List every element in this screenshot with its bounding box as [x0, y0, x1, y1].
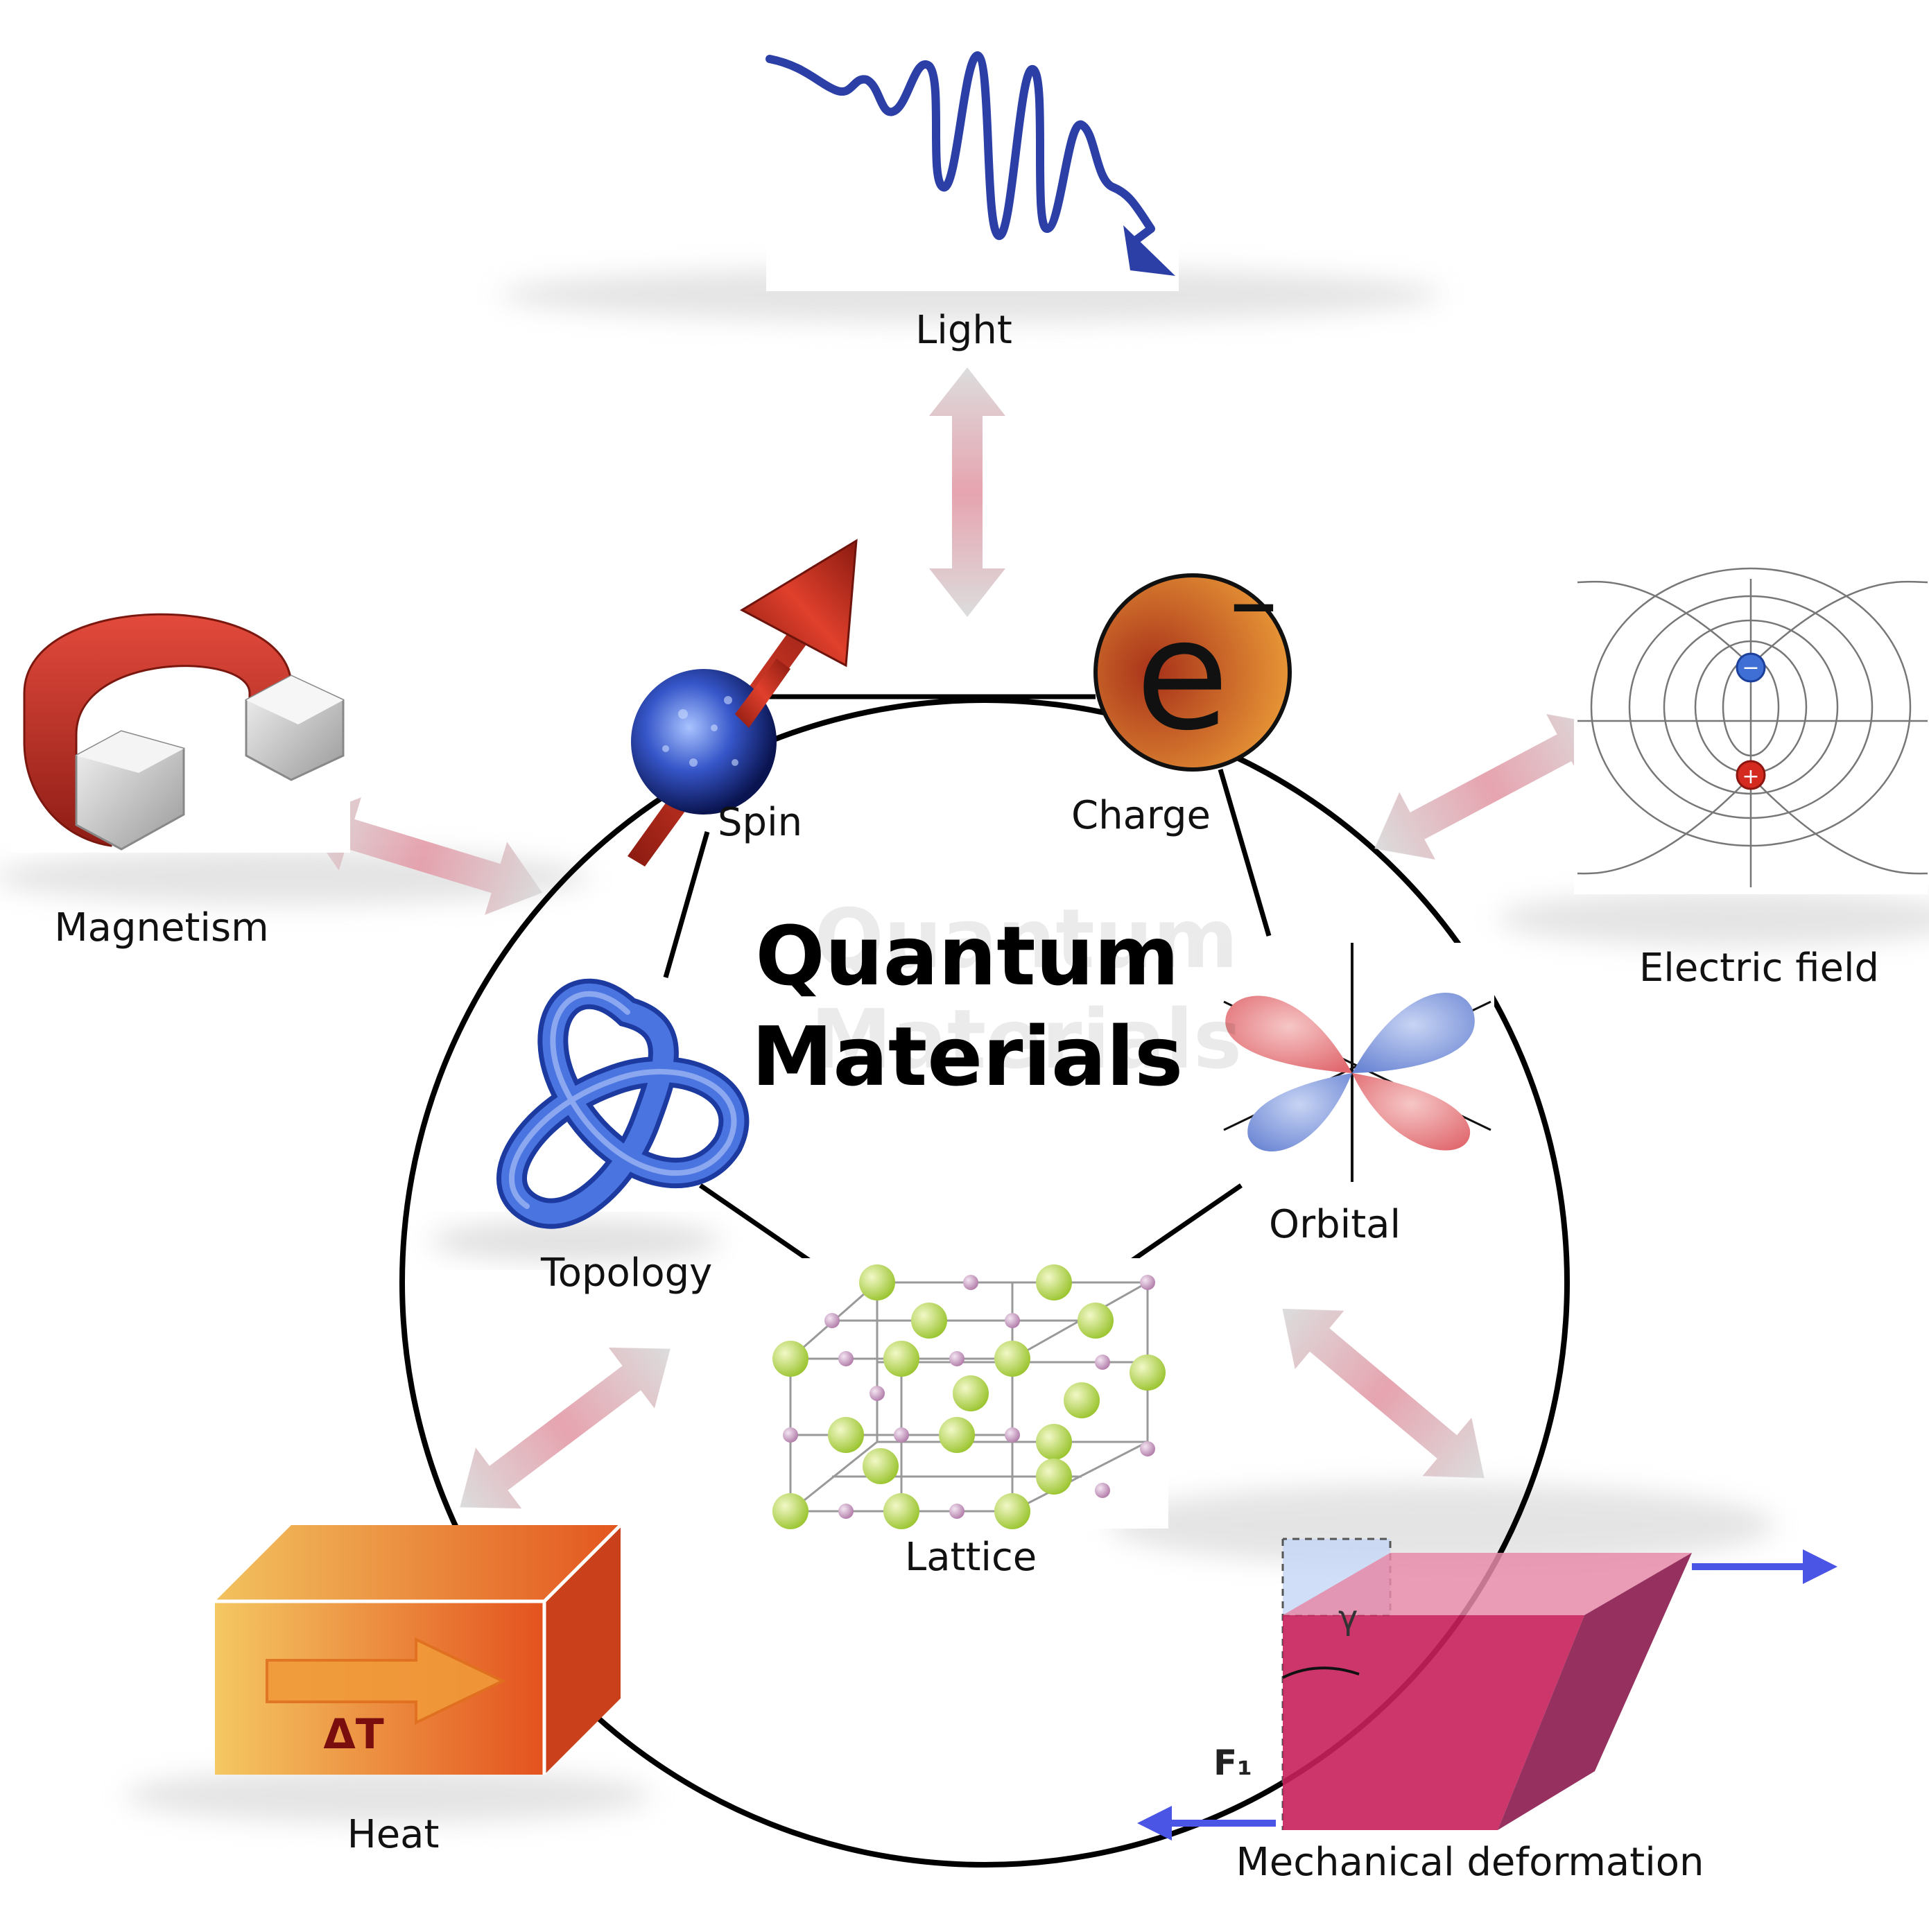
arrow-magnetism [303, 797, 543, 915]
orbital-lobes-icon [1196, 943, 1494, 1182]
green-atoms [772, 1264, 1166, 1529]
inner-connector-lines [663, 694, 1272, 1264]
magnetism-label: Magnetism [54, 905, 268, 950]
light-wave-icon [765, 42, 1179, 291]
charge-electron-icon: e − [1093, 570, 1292, 772]
arrow-mechanical [1282, 1308, 1485, 1479]
charge-label: Charge [1071, 793, 1211, 838]
crystal-lattice-icon [772, 1258, 1168, 1529]
topology-label: Topology [540, 1251, 712, 1296]
electric-field-dipole-icon: + − [1574, 567, 1928, 894]
shear-deformation-icon: γ F₁ [1137, 1538, 1837, 1840]
quantum-materials-circle [399, 697, 1570, 1868]
title-line-2: Materials [752, 1009, 1183, 1104]
mechanical-deformation-label: Mechanical deformation [1236, 1840, 1704, 1885]
title-ghost: Quantum Materials [811, 891, 1242, 1087]
topology-trefoil-knot-icon [430, 978, 750, 1262]
title-line-1: Quantum [755, 908, 1179, 1004]
svg-text:Quantum: Quantum [814, 891, 1238, 986]
lattice-label: Lattice [905, 1535, 1037, 1580]
arrow-electric-field [1374, 714, 1607, 860]
svg-text:−: − [1742, 656, 1759, 680]
charge-symbol: e [1135, 586, 1229, 764]
spin-icon [628, 539, 858, 867]
heat-label: Heat [347, 1812, 440, 1857]
heat-box-icon: ΔT [215, 1524, 622, 1775]
horseshoe-magnet-icon [10, 610, 350, 853]
arrow-light [929, 367, 1005, 617]
svg-text:+: + [1742, 765, 1759, 789]
spin-label: Spin [718, 800, 802, 845]
electric-field-label: Electric field [1639, 946, 1879, 991]
orbital-label: Orbital [1269, 1202, 1401, 1247]
interaction-arrows [303, 367, 1607, 1509]
pink-atoms [783, 1275, 1155, 1519]
light-label: Light [915, 308, 1012, 353]
charge-superscript: − [1227, 570, 1279, 643]
heat-symbol: ΔT [323, 1710, 383, 1759]
shear-angle-label: γ [1338, 1599, 1358, 1637]
svg-text:Materials: Materials [811, 991, 1242, 1087]
force-label: F₁ [1213, 1743, 1252, 1783]
arrow-heat [460, 1347, 671, 1509]
